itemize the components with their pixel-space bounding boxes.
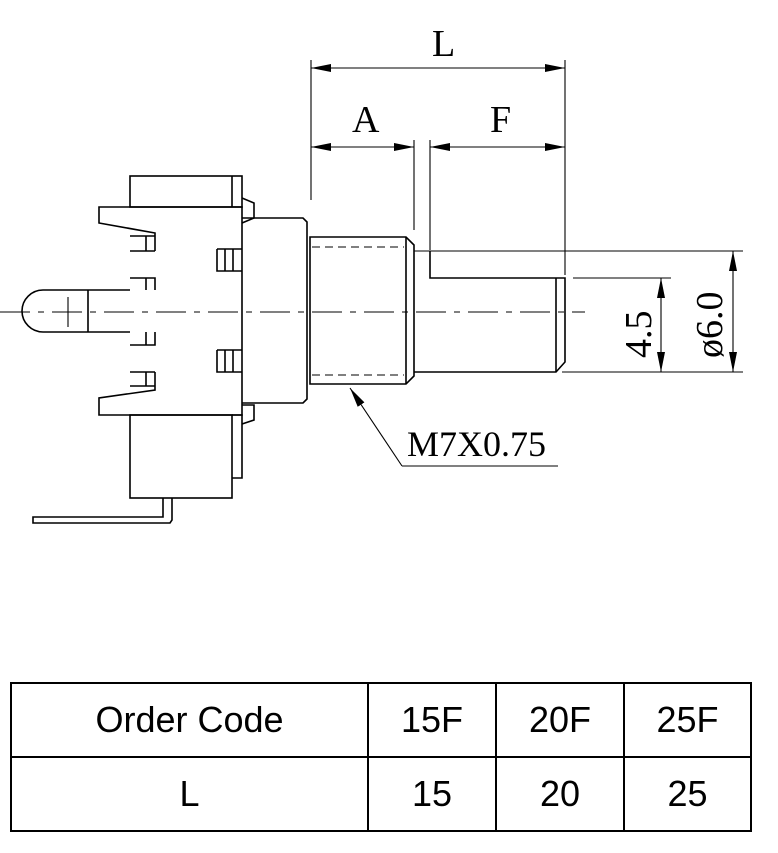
bushing	[242, 217, 415, 404]
table-row: L 15 20 25	[10, 756, 752, 832]
table-cell: 25F	[623, 682, 752, 758]
dim-A-label: A	[352, 99, 380, 141]
thread-callout: M7X0.75	[407, 424, 546, 464]
table-cell: Order Code	[10, 682, 369, 758]
dim-F-label: F	[490, 99, 511, 141]
table-cell: 15	[367, 756, 497, 832]
housing	[32, 175, 255, 524]
shaft	[414, 251, 566, 373]
dim-diameter-label: ø6.0	[689, 292, 731, 359]
order-code-table: Order Code 15F 20F 25F L 15 20 25	[10, 682, 752, 832]
table-cell: 20F	[495, 682, 625, 758]
dim-L-label: L	[432, 23, 455, 65]
table-header-row: Order Code 15F 20F 25F	[10, 682, 752, 758]
table-cell: 25	[623, 756, 752, 832]
dim-flat-label: 4.5	[618, 311, 660, 359]
table-cell: L	[10, 756, 369, 832]
rear-shaft	[21, 289, 130, 333]
dimensions: L A F 4.5 ø6.0 M7X0.75	[310, 23, 743, 467]
table-cell: 20	[495, 756, 625, 832]
table-cell: 15F	[367, 682, 497, 758]
